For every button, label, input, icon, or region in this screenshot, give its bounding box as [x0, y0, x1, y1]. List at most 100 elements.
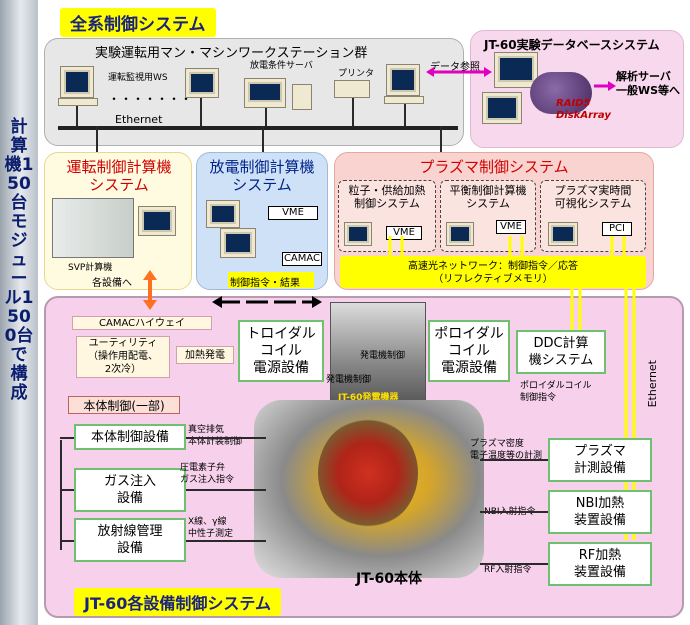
gas-injection-box: ガス注入 設備: [74, 468, 186, 512]
analysis-label: 解析サーバ 一般WS等へ: [616, 70, 681, 97]
vacuum-label: 真空排気 本体計装制御: [188, 425, 243, 447]
command-bar: [228, 272, 314, 288]
rf-command-label: RF入射指令: [484, 565, 532, 575]
discharge-control-title: 放電制御計算機 システム: [209, 158, 315, 194]
data-ref-arrow: [426, 67, 492, 77]
raid-label: RAID5 DiskArray: [556, 98, 611, 121]
discharge-server-label: 放電条件サーバ: [250, 61, 313, 71]
svp-rack-icon: [52, 198, 134, 258]
tower-icon: [292, 84, 312, 110]
camac-box: CAMAC: [282, 252, 322, 266]
svp-monitor-icon: [138, 206, 176, 236]
ethernet-bus: [58, 126, 458, 130]
rf-box: RF加熱 装置設備: [548, 542, 652, 586]
bus-drop: [352, 98, 354, 126]
right-connector: [480, 563, 548, 565]
cloud-icon: [530, 72, 592, 114]
bus-drop: [96, 126, 98, 156]
monitor-icon: [386, 64, 420, 96]
left-connector: [60, 540, 74, 542]
visualization-title: プラズマ実時間 可視化システム: [554, 184, 632, 210]
orange-arrow: [143, 270, 157, 310]
ddc-link-arrow: [570, 288, 582, 330]
to-equipment-label: 各設備へ: [92, 278, 132, 289]
pci-box: PCI: [602, 222, 632, 236]
command-result-label: 制御指令・結果: [230, 278, 300, 289]
db-server-icon: [494, 52, 538, 88]
equipment-control-badge: JT-60各設備制御システム: [74, 588, 281, 616]
server-icon: [244, 78, 286, 108]
camac-highway-bar: CAMACハイウェイ: [72, 316, 212, 330]
printer-icon: [334, 80, 370, 98]
ws-label: 運転監視用WS: [108, 73, 168, 83]
bus-drop: [265, 108, 267, 126]
toroidal-coil-box: トロイダル コイル 電源設備: [238, 320, 324, 382]
vme-box: VME: [268, 206, 318, 220]
vme-box: VME: [496, 220, 526, 234]
monitor-icon: [220, 228, 256, 258]
measurement-label: プラズマ密度 電子温度等の計測: [470, 439, 543, 461]
bus-drop: [262, 126, 264, 156]
analysis-arrow: [594, 81, 616, 91]
right-connector: [186, 437, 266, 439]
generator-photo: [330, 302, 426, 402]
ellipsis: ・・・・・・・: [108, 92, 193, 106]
svp-label: SVP計算機: [68, 263, 113, 273]
system-title-badge: 全系制御システム: [60, 8, 216, 37]
generator-ctrl-label-1: 発電機制御: [360, 351, 406, 361]
optical-network-bar: [340, 256, 646, 288]
vme-box: VME: [386, 226, 422, 240]
right-connector: [480, 511, 548, 513]
monitor-icon: [446, 222, 474, 246]
right-connector: [480, 459, 548, 461]
black-arrows: [212, 296, 322, 308]
poloidal-command-label: ポロイダルコイル 制御指令: [520, 381, 592, 403]
db-workstation-icon: [482, 92, 522, 124]
keyboard-icon: [58, 98, 98, 106]
workstation-panel-title: 実験運転用マン・マシンワークステーション群: [95, 46, 368, 61]
monitor-icon: [185, 68, 219, 98]
ddc-box: DDC計算 機システム: [516, 330, 606, 374]
printer-label: プリンタ: [338, 69, 375, 79]
gas-command-label: 圧電素子弁 ガス注入指令: [180, 463, 235, 485]
heating-power-box: 加熱発電: [176, 346, 234, 364]
radiation-box: 放射線管理 設備: [74, 518, 186, 562]
monitor-icon: [344, 222, 372, 246]
right-connector: [186, 489, 266, 491]
main-body-label: JT-60本体: [356, 571, 422, 587]
vacuum-vessel-image: [318, 418, 418, 528]
left-side-frame: [0, 0, 38, 625]
bus-drop: [404, 104, 406, 126]
main-control-box: 本体制御設備: [74, 424, 186, 450]
plasma-measurement-box: プラズマ 計測設備: [548, 438, 652, 482]
ethernet-label: Ethernet: [115, 113, 163, 126]
monitor-icon: [548, 222, 578, 246]
left-connector: [60, 437, 74, 439]
side-caption: 計算機150台モジュール1500台で構成: [4, 117, 34, 403]
monitor-icon: [206, 200, 240, 228]
nbi-box: NBI加熱 装置設備: [548, 490, 652, 534]
equilibrium-title: 平衡制御計算機 システム: [449, 184, 527, 210]
right-connector: [186, 540, 266, 542]
ethernet-vertical-label: Ethernet: [646, 360, 659, 408]
generator-ctrl-label-2: 発電機制御: [326, 375, 372, 385]
bus-drop: [76, 106, 78, 126]
bus-drop: [440, 126, 442, 156]
left-connector: [60, 440, 62, 550]
left-connector: [60, 489, 74, 491]
operation-control-title: 運転制御計算機 システム: [66, 158, 172, 194]
utility-box: ユーティリティ （操作用配電、 2次冷）: [76, 336, 170, 378]
optical-network-label: 高速光ネットワーク：制御指令／応答 （リフレクティブメモリ）: [408, 261, 578, 285]
particle-heating-title: 粒子・供給加熱 制御システム: [348, 184, 426, 210]
generator-caption: JT-60発電機器: [338, 393, 399, 403]
radiation-measure-label: X線、γ線 中性子測定: [188, 517, 234, 539]
main-control-part-box: 本体制御(一部): [68, 396, 180, 414]
data-ref-label: データ参照: [430, 62, 480, 73]
network-link-arrows: [388, 236, 626, 258]
database-panel-title: JT-60実験データベースシステム: [484, 38, 660, 52]
monitor-icon: [60, 66, 94, 98]
plasma-control-title: プラズマ制御システム: [419, 158, 569, 176]
bus-drop: [200, 98, 202, 126]
keyboard-icon: [384, 96, 424, 104]
poloidal-coil-box: ポロイダル コイル 電源設備: [428, 320, 510, 382]
